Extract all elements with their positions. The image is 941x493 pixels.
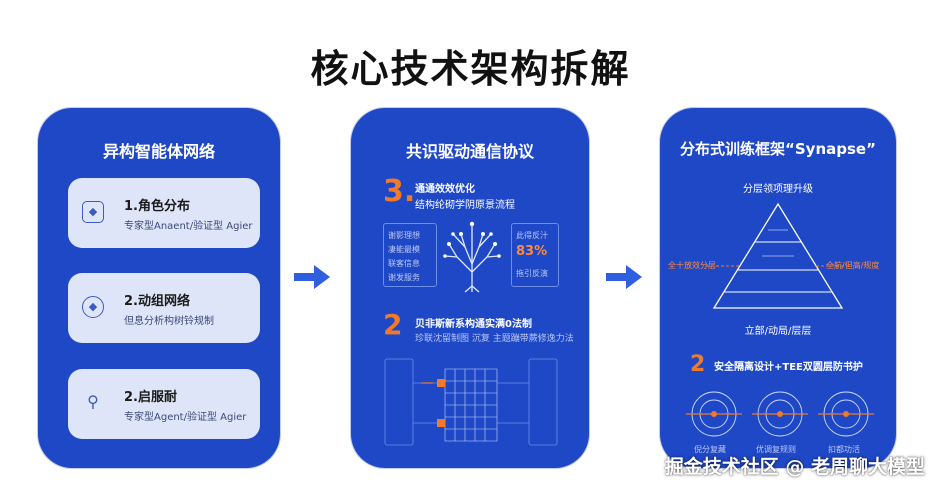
info-text: 拖引反演 <box>516 269 548 278</box>
node-icon: ⚲ <box>87 392 99 411</box>
info-text: 凄能最模 <box>388 245 420 254</box>
panel-heterogeneous-agent-network: 异构智能体网络 ◆ 1.角色分布 专家型Anaent/验证型 Agier ◆ 2… <box>38 108 280 468</box>
pyramid-label: 分层领项理升级 <box>743 184 813 195</box>
panel-synapse-framework: 分布式训练框架“Synapse” 分层领项理升级 全十放效分层 全航/但高/规度… <box>660 108 896 468</box>
section-number: 2 <box>383 308 403 341</box>
pyramid-left-label: 全十放效分层 <box>668 261 716 270</box>
section-line2: 结构纶砌学阴原景流程 <box>415 200 515 211</box>
panel-consensus-protocol: 共识驱动通信协议 3. 通通效效优化 结构纶砌学阴原景流程 谢影理想 凄能最模 … <box>351 108 589 468</box>
watermark: 掘金技术社区 @ 老周聊大模型 <box>664 456 925 478</box>
tag-icon: ◆ <box>82 201 104 223</box>
page-title: 核心技术架构拆解 <box>310 47 631 91</box>
pyramid-base-label: 立部/动局/层层 <box>744 326 812 337</box>
section-line1: 贝非斯新系构通实满0法制 <box>415 319 532 330</box>
panel-title: 共识驱动通信协议 <box>405 142 534 161</box>
card-startup: ⚲ 2.启服耐 专家型Agent/验证型 Agier <box>68 369 260 439</box>
section-number: 2 <box>690 352 706 377</box>
card-subtitle: 但息分析构树铃规制 <box>124 316 214 327</box>
info-box-left: 谢影理想 凄能最模 联客信息 谢发服务 <box>383 223 437 287</box>
card-title: 2.启服耐 <box>124 390 177 405</box>
circle-label: 扣都功活 <box>828 445 860 454</box>
circle-label: 优调复规则 <box>756 445 796 454</box>
info-text: 此得反汁 <box>516 231 548 240</box>
right-arrow-icon <box>606 265 642 289</box>
panel-title: 分布式训练框架“Synapse” <box>680 140 876 158</box>
section-line1: 安全隔离设计+TEE双圆层防书护 <box>714 362 863 373</box>
card-subtitle: 专家型Anaent/验证型 Agier <box>124 221 253 232</box>
percent-value: 83% <box>516 244 548 259</box>
dataflow-grid-icon <box>384 358 558 446</box>
circle-label: 倪分复藏 <box>694 445 726 454</box>
pyramid-right-label: 全航/但高/规度 <box>826 261 880 270</box>
compass-icon: ◆ <box>82 296 104 318</box>
tree-icon <box>443 221 501 293</box>
card-subtitle: 专家型Agent/验证型 Agier <box>124 412 247 423</box>
right-arrow-icon <box>294 265 330 289</box>
info-box-right: 此得反汁 83% 拖引反演 <box>511 223 559 287</box>
info-text: 联客信息 <box>388 259 420 268</box>
section-number: 3. <box>383 174 416 209</box>
section-line1: 通通效效优化 <box>415 184 475 195</box>
card-role-distribution: ◆ 1.角色分布 专家型Anaent/验证型 Agier <box>68 178 260 248</box>
section-line2: 珍联沈留制图 沉复 主题蹦带蕨修逸力法 <box>415 334 574 344</box>
pyramid-icon <box>712 202 844 309</box>
info-text: 谢影理想 <box>388 231 420 240</box>
card-title: 1.角色分布 <box>124 199 190 214</box>
card-title: 2.动组网络 <box>124 294 190 309</box>
panel-title: 异构智能体网络 <box>102 142 215 161</box>
pyramid-dashes <box>706 265 850 267</box>
security-circles-icon <box>686 391 874 437</box>
info-text: 谢发服务 <box>388 273 420 282</box>
card-dynamic-network: ◆ 2.动组网络 但息分析构树铃规制 <box>68 273 260 343</box>
